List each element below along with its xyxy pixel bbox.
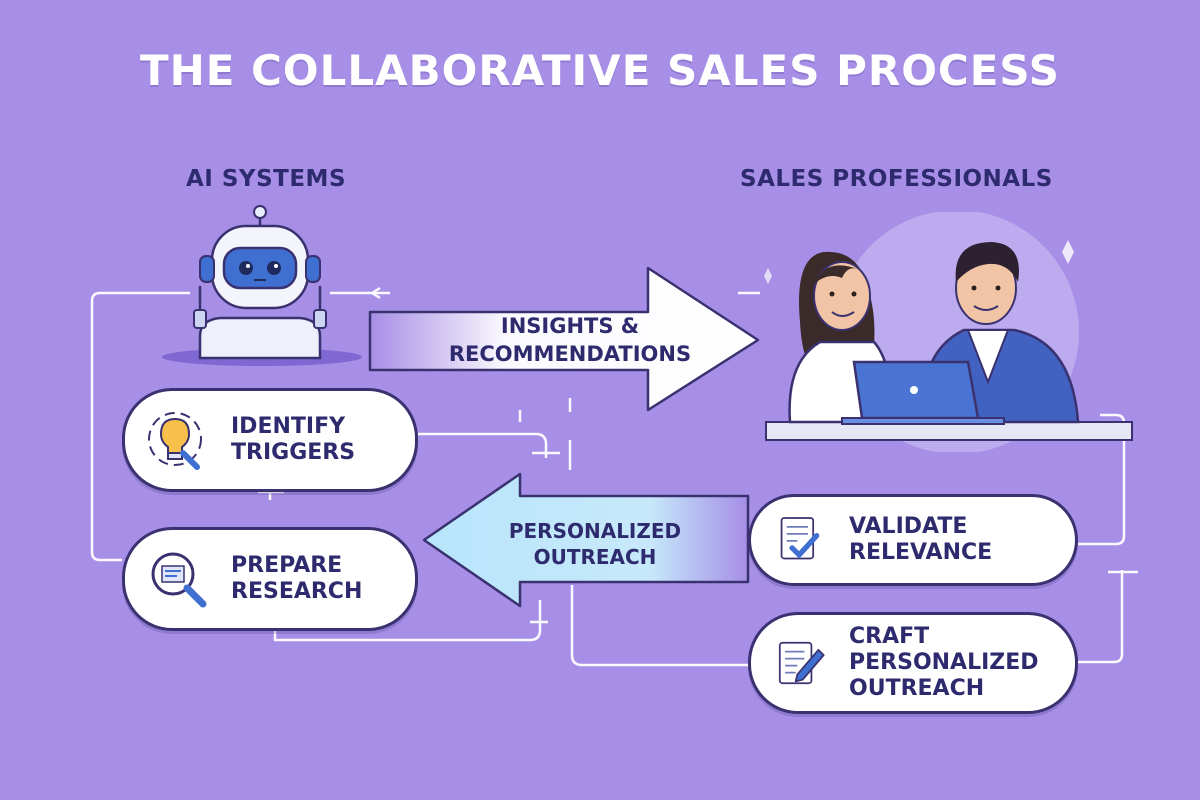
checklist-icon [780,517,820,560]
insights-arrow-label: INSIGHTS & RECOMMENDATIONS [448,314,692,366]
craft-personalized-outreach-step: CRAFT PERSONALIZED OUTREACH [748,612,1078,714]
robot-illustration [162,205,362,366]
validate-relevance-step: VALIDATE RELEVANCE [748,494,1078,586]
identify-triggers-step: IDENTIFY TRIGGERS [122,388,418,492]
prepare-research-step: PREPARE RESEARCH [122,527,418,631]
prepare-research-label: PREPARE RESEARCH [231,553,363,604]
magnifier-icon [151,552,207,608]
ai-systems-heading: AI SYSTEMS [186,166,347,192]
validate-relevance-label: VALIDATE RELEVANCE [849,514,993,565]
left-loop-line [90,291,190,562]
outreach-arrow [422,472,750,608]
identify-triggers-label: IDENTIFY TRIGGERS [231,414,356,465]
insights-arrow [368,266,760,412]
pencil-document-icon [778,641,825,685]
craft-personalized-outreach-label: CRAFT PERSONALIZED OUTREACH [849,624,1039,701]
outreach-arrow-label: PERSONALIZED OUTREACH [508,519,682,569]
page-title: THE COLLABORATIVE SALES PROCESS [139,46,1061,95]
sales-professionals-illustration [764,212,1133,452]
sales-professionals-heading: SALES PROFESSIONALS [740,166,1053,192]
lightbulb-icon [148,412,202,470]
